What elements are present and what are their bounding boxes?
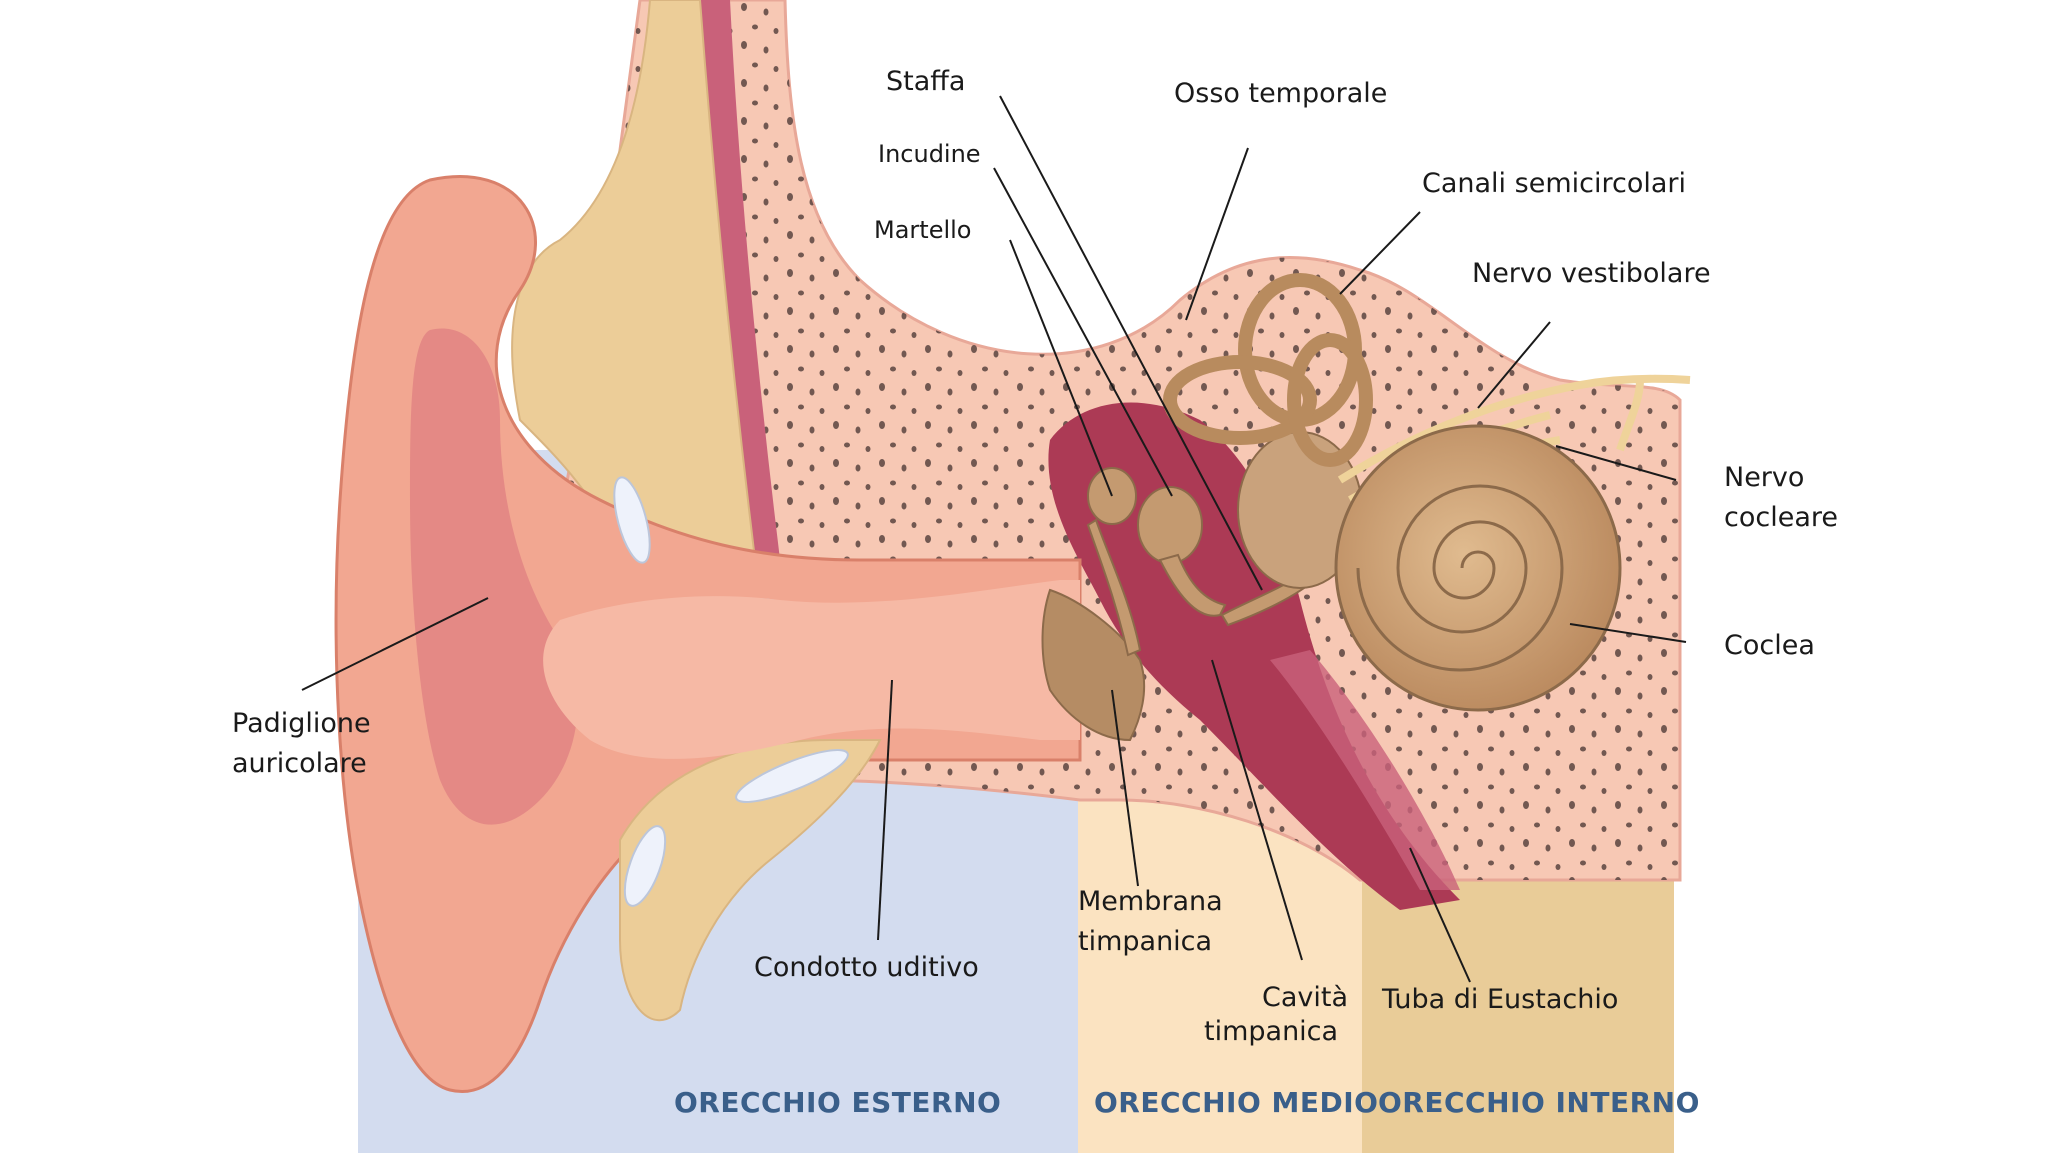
leader-nervo-vestibolare [1477, 321, 1551, 409]
label-martello: Martello [874, 216, 972, 244]
label-condotto-uditivo: Condotto uditivo [754, 952, 979, 983]
label-staffa: Staffa [886, 66, 966, 97]
region-inner-bg [1362, 880, 1674, 1153]
leader-membrana [1111, 689, 1139, 887]
leader-condotto [877, 679, 893, 941]
label-padiglione-line1: Padiglione [232, 708, 371, 739]
region-label-middle: ORECCHIO MEDIO [1094, 1086, 1379, 1119]
leader-incudine [993, 167, 1173, 497]
region-label-inner: ORECCHIO INTERNO [1378, 1086, 1700, 1119]
label-cavita-line1: Cavità [1262, 982, 1349, 1013]
cartilage-highlight [623, 825, 667, 907]
cochlea [1334, 424, 1622, 712]
ear-canal [543, 580, 1080, 759]
label-tuba-eustachio: Tuba di Eustachio [1382, 984, 1619, 1015]
lower-cartilage [619, 739, 882, 1022]
eustachian-tube [1270, 650, 1460, 890]
region-label-outer: ORECCHIO ESTERNO [674, 1086, 1002, 1119]
ossicles [1086, 467, 1317, 657]
label-nervo-cocleare-line1: Nervo [1724, 462, 1805, 493]
label-membrana-line1: Membrana [1078, 886, 1223, 917]
leader-coclea [1569, 623, 1687, 643]
leader-lines [301, 95, 1687, 983]
leader-padiglione [301, 597, 489, 691]
leader-cavita [1211, 659, 1303, 961]
label-coclea: Coclea [1724, 630, 1815, 661]
skin-strip [700, 0, 785, 600]
label-canali-semicircolari: Canali semicircolari [1422, 168, 1686, 199]
cartilage-highlight [613, 476, 651, 564]
leader-tuba [1409, 847, 1471, 983]
label-nervo-cocleare-line2: cocleare [1724, 502, 1838, 533]
concha [410, 328, 578, 825]
leader-nervo-cocleare [1555, 445, 1677, 481]
tympanic-membrane [1041, 588, 1146, 742]
label-membrana-line2: timpanica [1078, 926, 1213, 957]
leader-martello [1009, 239, 1113, 497]
leader-staffa [999, 95, 1263, 591]
label-cavita-line2: timpanica [1204, 1016, 1339, 1047]
leader-canali [1339, 211, 1421, 295]
semicircular-canals [1163, 273, 1373, 467]
cartilage-highlight [735, 749, 849, 803]
label-padiglione-line2: auricolare [232, 748, 367, 779]
leader-osso-temporale [1185, 147, 1249, 321]
label-incudine: Incudine [878, 140, 981, 168]
label-osso-temporale: Osso temporale [1174, 78, 1388, 109]
label-nervo-vestibolare: Nervo vestibolare [1472, 258, 1711, 289]
